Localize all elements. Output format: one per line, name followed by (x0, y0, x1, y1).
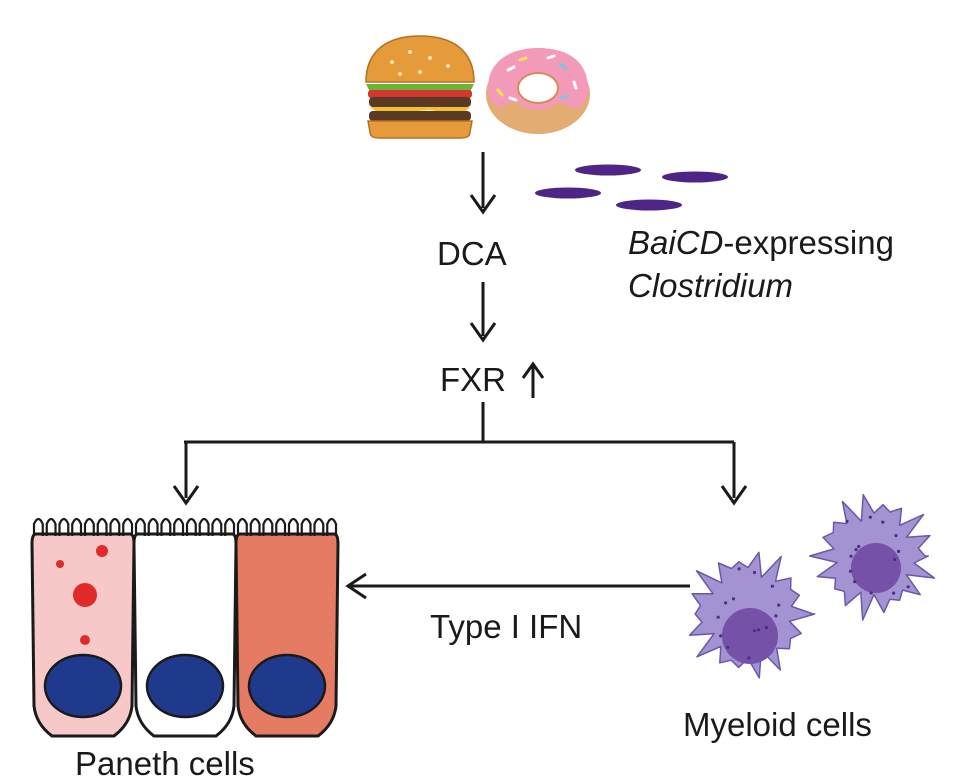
arrow-dca-to-fxr (469, 282, 497, 343)
bacterium-rod (535, 187, 601, 199)
granule-dot (868, 515, 872, 519)
granule-dot (845, 519, 849, 523)
arrow-ifn-to-paneth (345, 572, 690, 600)
granule-dot (774, 614, 778, 618)
nucleus (145, 653, 225, 719)
granule-dot (747, 656, 751, 660)
granule-dot (849, 554, 853, 558)
nucleus (247, 653, 327, 719)
granule-dot (777, 603, 781, 607)
burger-icon (365, 35, 475, 139)
granule-dot (894, 534, 898, 538)
granule (73, 583, 97, 607)
dca-label: DCA (437, 235, 507, 272)
granule (96, 545, 108, 557)
granule (80, 635, 90, 645)
granule-dot (724, 601, 728, 605)
microvilli (32, 517, 134, 536)
granule-dot (719, 634, 723, 638)
granule-dot (756, 628, 761, 632)
granule-dot (854, 548, 858, 552)
myeloid-cell (808, 493, 936, 621)
granule-dot (893, 557, 897, 562)
paneth-cell (234, 517, 340, 738)
branch-connector (172, 402, 748, 506)
granule-dot (848, 569, 853, 573)
paneth-cells-label: Paneth cells (75, 745, 255, 782)
granule (56, 560, 64, 568)
fxr-label: FXR (440, 361, 506, 398)
granule-dot (716, 615, 720, 619)
granule-dot (752, 570, 757, 575)
arrow-food-to-dca (469, 152, 497, 215)
bacteria-gene-name: BaiCD (628, 224, 724, 261)
granule-dot (881, 520, 885, 524)
rod-bacteria-icon (535, 164, 728, 211)
bacterium-rod (662, 171, 728, 183)
granule-dot (731, 597, 736, 601)
up-arrow-icon (521, 361, 545, 398)
bacterium-rod (575, 164, 641, 176)
bacteria-gene-suffix: -expressing (723, 224, 894, 261)
nucleus (43, 653, 123, 719)
granule-dot (853, 580, 857, 584)
granule-dot (892, 591, 896, 595)
granule-dot (857, 544, 861, 549)
granule-dot (726, 645, 730, 649)
granule-dot (897, 549, 901, 554)
paneth-cell (30, 517, 136, 738)
bacteria-label-line1: BaiCD-expressing (628, 226, 894, 259)
paneth-cell (132, 517, 238, 738)
bacteria-label-line2: Clostridium (628, 267, 794, 304)
nucleus (722, 608, 778, 664)
myeloid-cell-icon (688, 493, 936, 679)
signal-label: Type I IFN (430, 608, 583, 645)
microvilli (134, 517, 236, 536)
granule-dot (764, 626, 769, 630)
nucleus (851, 543, 901, 593)
granules (56, 545, 108, 645)
myeloid-cells-label: Myeloid cells (683, 706, 872, 743)
bacterium-rod (616, 199, 682, 211)
granule-dot (869, 591, 873, 595)
paneth-cell-icon (30, 517, 340, 738)
granule-dot (752, 629, 757, 633)
myeloid-cell (688, 551, 816, 679)
donut-icon (486, 48, 590, 134)
granule-dot (906, 585, 910, 589)
granule-dot (737, 567, 741, 571)
microvilli (236, 517, 338, 536)
granule-dot (770, 584, 775, 588)
